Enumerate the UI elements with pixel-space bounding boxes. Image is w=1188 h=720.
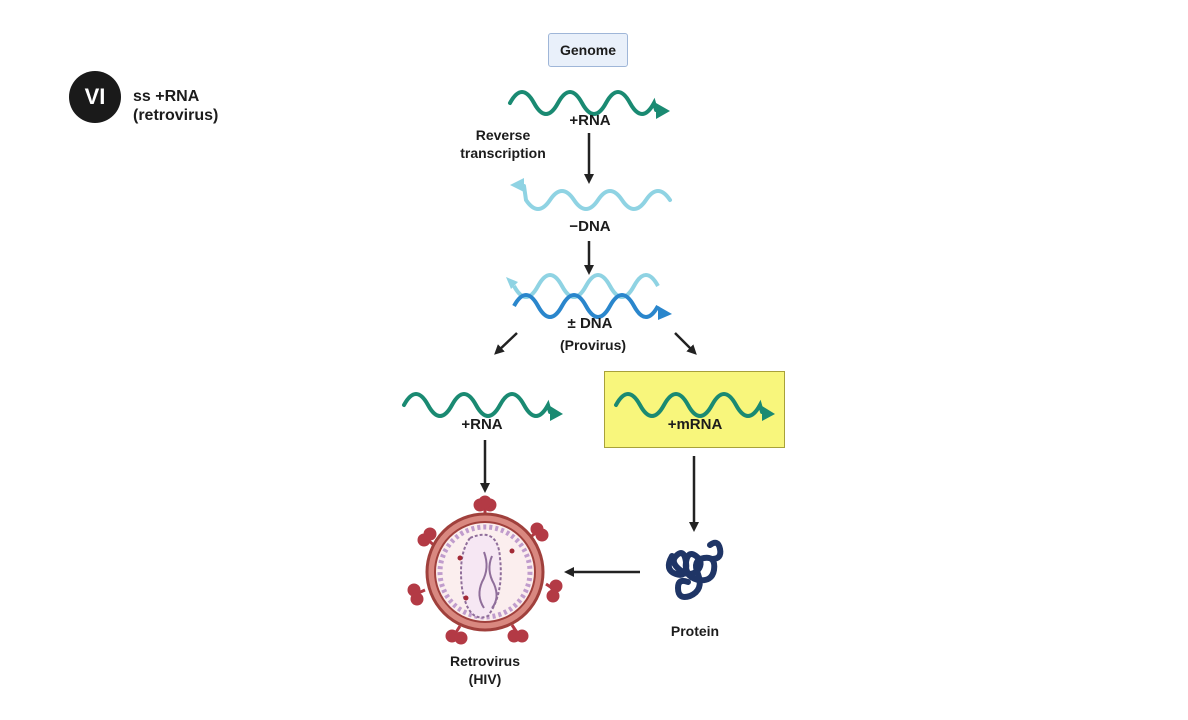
genome-label: Genome (559, 42, 616, 58)
retrovirus-icon (407, 495, 563, 645)
protein-label: Protein (670, 623, 720, 639)
protein-icon (665, 539, 724, 600)
rna-top-label: +RNA (569, 112, 611, 129)
reverse-transcription-label: Reverse transcription (450, 126, 556, 162)
retrovirus-line2: (HIV) (468, 671, 502, 687)
class-title-line1: ss +RNA (133, 88, 200, 105)
arrow-to-rna (494, 332, 518, 355)
genome-box: Genome (548, 33, 628, 67)
dna-strand-icon (510, 178, 672, 211)
mrna-label: +mRNA (667, 416, 723, 433)
class-badge: VI (69, 71, 121, 123)
class-title-line2: (retrovirus) (133, 107, 219, 124)
retrovirus-line1: Retrovirus (449, 653, 521, 669)
arrow-to-mrna (674, 332, 697, 355)
rna-left-strand-icon (402, 392, 563, 421)
rna-strand-icon (508, 90, 670, 119)
provirus-label: (Provirus) (559, 337, 627, 353)
ds-dna-label: ± DNA (567, 315, 613, 332)
retrovirus-label: Retrovirus (HIV) (435, 652, 535, 688)
mrna-strand-icon (614, 392, 775, 421)
minus-dna-label: −DNA (569, 218, 611, 235)
reverse-line2: transcription (460, 145, 546, 161)
double-helix-icon (506, 273, 672, 320)
rna-left-label: +RNA (461, 416, 503, 433)
reverse-line1: Reverse (475, 127, 531, 143)
class-title: ss +RNA (retrovirus) (133, 87, 218, 125)
